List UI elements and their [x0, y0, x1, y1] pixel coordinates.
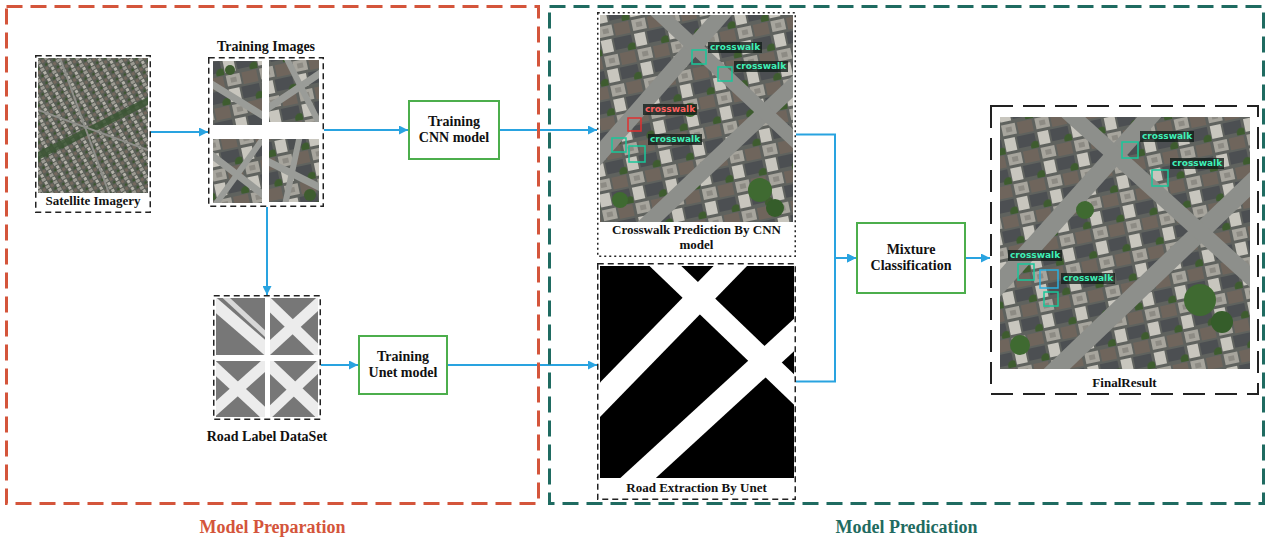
image-caption: Training Images	[198, 39, 334, 55]
dashed-outline	[213, 295, 321, 420]
detection-label: crosswalk	[708, 42, 762, 53]
image-box: Training Images	[208, 57, 324, 207]
flow-arrow	[321, 364, 358, 366]
image-box: Satellite Imagery	[35, 55, 151, 213]
image-box: Road Label DataSet	[213, 295, 321, 420]
flow-arrow	[796, 135, 856, 259]
detection-label: crosswalk	[1061, 273, 1115, 284]
road-label-tile	[270, 361, 318, 417]
detection-label: crosswalk	[734, 61, 788, 72]
training-tile	[213, 139, 262, 203]
training-tile	[213, 61, 262, 125]
flow-arrow	[448, 364, 597, 366]
detection-label: crosswalk	[1170, 158, 1224, 169]
flow-arrow	[324, 129, 408, 131]
image-caption: Crosswalk Prediction By CNN model	[600, 222, 793, 254]
image-caption: FinalResult	[993, 375, 1256, 392]
flow-arrow	[266, 207, 268, 295]
flow-arrow	[500, 129, 597, 131]
dashed-outline	[35, 55, 151, 213]
satellite-image	[38, 58, 148, 196]
training-tile	[269, 139, 319, 202]
detection-label: crosswalk	[648, 134, 702, 145]
process-box: Training CNN model	[408, 100, 500, 160]
process-box: Training Unet model	[358, 335, 448, 395]
road-label-tile	[216, 298, 265, 355]
process-box: Mixture Classification	[856, 222, 966, 294]
training-tile	[269, 60, 319, 122]
image-caption: Road Label DataSet	[203, 429, 331, 445]
stage-title: Model Preparation	[5, 517, 540, 538]
flow-arrow	[796, 258, 856, 382]
flow-arrow	[966, 257, 990, 259]
detection-label: crosswalk	[643, 104, 697, 115]
detection-label: crosswalk	[1140, 131, 1194, 142]
process-label: Mixture Classification	[862, 242, 960, 274]
process-label: Training Unet model	[364, 349, 442, 381]
flow-arrow	[151, 131, 208, 133]
detection-label: crosswalk	[1008, 250, 1062, 261]
process-label: Training CNN model	[414, 114, 494, 146]
stage-region: Model PredicationCrosswalk Prediction By…	[548, 5, 1265, 505]
road-mask	[600, 266, 794, 478]
dashed-outline	[597, 263, 796, 500]
road-label-tile	[216, 361, 265, 417]
stage-title: Model Predication	[548, 517, 1265, 538]
image-caption: Road Extraction By Unet	[600, 480, 793, 497]
road-label-tile	[270, 298, 318, 355]
aerial-image	[600, 15, 793, 227]
aerial-image	[1000, 117, 1250, 369]
image-box: Road Extraction By Unet	[597, 263, 796, 500]
dashed-outline	[208, 57, 324, 207]
stage-region: Model PreparationSatellite ImageryTraini…	[5, 5, 540, 505]
image-caption: Satellite Imagery	[38, 193, 148, 210]
